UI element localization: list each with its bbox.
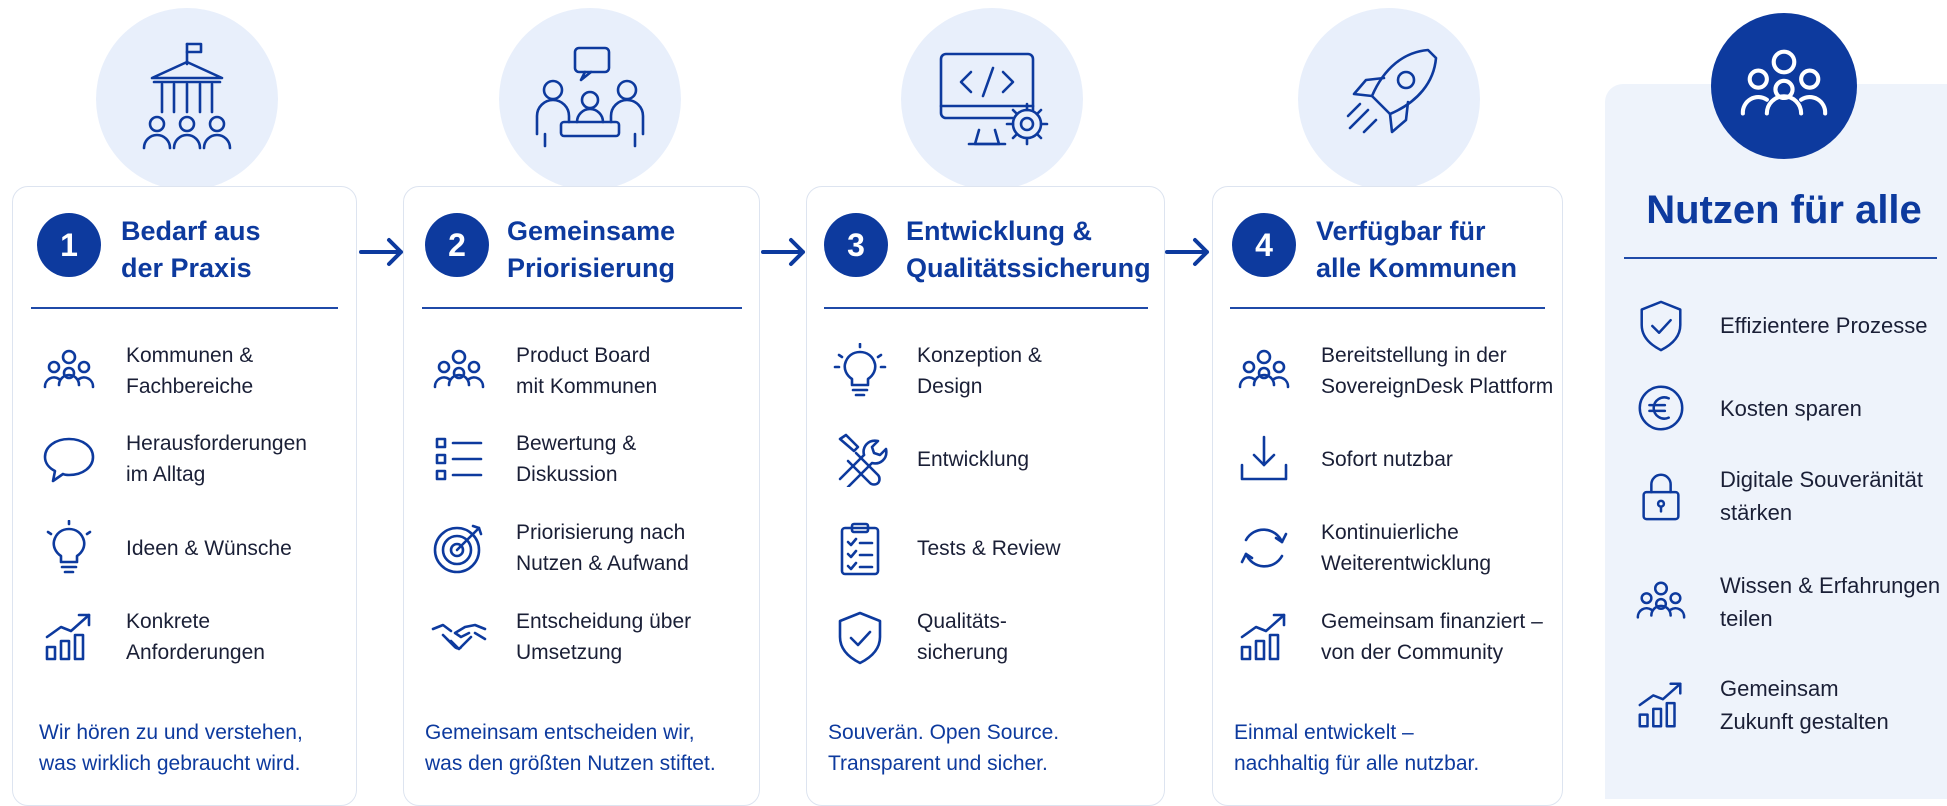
list-item: Ideen & Wünsche — [38, 513, 292, 583]
step-footer: Einmal entwickelt – nachhaltig für alle … — [1234, 721, 1480, 775]
divider — [824, 307, 1148, 309]
step-3-hero — [901, 8, 1083, 190]
step-2-hero — [499, 8, 681, 190]
growth-chart-icon — [1638, 682, 1682, 728]
arrow-right-icon — [359, 238, 403, 266]
item-label: Bewertung & Diskussion — [516, 432, 637, 486]
list-item: Qualitäts- sicherung — [829, 602, 1008, 672]
step-title: Entwicklung & Qualitätssicherung — [906, 216, 1151, 283]
clipboard-check-icon — [840, 522, 880, 576]
item-label: Bereitstellung in der SovereignDesk Plat… — [1321, 344, 1554, 398]
list-item: Gemeinsam finanziert – von der Community — [1233, 602, 1543, 672]
benefit-label: Effizientere Prozesse — [1720, 312, 1928, 338]
benefit-item: Gemeinsam Zukunft gestalten — [1630, 670, 1889, 740]
divider — [1624, 257, 1937, 259]
step-title: Gemeinsame Priorisierung — [507, 216, 676, 283]
benefit-label: Digitale Souveränität stärken — [1720, 467, 1924, 525]
list-item: Bewertung & Diskussion — [428, 424, 636, 494]
lightbulb-icon — [46, 520, 92, 574]
target-icon — [433, 524, 483, 574]
list-item: Kontinuierliche Weiterentwicklung — [1233, 513, 1491, 583]
list-item: Product Board mit Kommunen — [428, 336, 657, 406]
checklist-icon — [435, 437, 483, 481]
people-group-icon — [433, 349, 485, 389]
step-2-card — [403, 186, 760, 806]
step-title: Verfügbar für alle Kommunen — [1316, 216, 1518, 283]
benefits-title: Nutzen für alle — [1646, 188, 1922, 232]
list-item: Kommunen & Fachbereiche — [38, 336, 253, 406]
item-label: Qualitäts- sicherung — [917, 610, 1009, 664]
item-label: Product Board mit Kommunen — [516, 344, 658, 398]
step-footer: Gemeinsam entscheiden wir, was den größt… — [425, 721, 716, 775]
step-4-card — [1212, 186, 1563, 806]
people-group-icon — [43, 349, 95, 389]
benefit-item: Effizientere Prozesse — [1630, 290, 1927, 360]
list-item: Tests & Review — [829, 513, 1061, 583]
step-number-badge: 4 — [1232, 213, 1296, 277]
growth-chart-icon — [45, 613, 91, 661]
list-item: Entwicklung — [829, 424, 1029, 494]
townhall-people-icon — [142, 42, 232, 150]
growth-chart-icon — [1240, 613, 1286, 661]
item-label: Entwicklung — [917, 447, 1030, 471]
item-label: Konkrete Anforderungen — [126, 610, 265, 664]
item-label: Gemeinsam finanziert – von der Community — [1321, 610, 1543, 664]
list-item: Herausforderungen im Alltag — [38, 424, 307, 494]
download-icon — [1240, 435, 1288, 481]
step-3-card — [806, 186, 1165, 806]
benefits-hero — [1711, 13, 1857, 159]
people-group-icon — [1740, 49, 1828, 116]
list-item: Bereitstellung in der SovereignDesk Plat… — [1233, 336, 1553, 406]
benefit-label: Wissen & Erfahrungen teilen — [1720, 573, 1941, 631]
benefit-item: Wissen & Erfahrungen teilen — [1630, 567, 1940, 637]
lock-icon — [1642, 473, 1680, 521]
item-label: Priorisierung nach Nutzen & Aufwand — [516, 521, 689, 575]
divider — [1230, 307, 1545, 309]
shield-check-icon — [838, 611, 882, 665]
list-item: Priorisierung nach Nutzen & Aufwand — [428, 513, 689, 583]
list-item: Entscheidung über Umsetzung — [428, 602, 691, 672]
list-item: Sofort nutzbar — [1233, 424, 1453, 494]
euro-icon — [1638, 385, 1684, 431]
step-footer: Wir hören zu und verstehen, was wirklich… — [39, 721, 303, 775]
list-item: Konzeption & Design — [829, 336, 1042, 406]
step-footer: Souverän. Open Source. Transparent und s… — [828, 721, 1060, 775]
step-number-badge: 1 — [37, 213, 101, 277]
list-item: Konkrete Anforderungen — [38, 602, 265, 672]
handshake-icon — [431, 623, 487, 651]
benefit-item: Kosten sparen — [1630, 373, 1862, 443]
item-label: Entscheidung über Umsetzung — [516, 610, 692, 664]
people-group-icon — [1636, 581, 1686, 619]
arrow-right-icon — [761, 238, 805, 266]
item-label: Sofort nutzbar — [1321, 447, 1453, 471]
tools-icon — [838, 433, 888, 487]
benefit-label: Kosten sparen — [1720, 395, 1862, 421]
item-label: Tests & Review — [917, 536, 1061, 560]
benefit-label: Gemeinsam Zukunft gestalten — [1720, 676, 1889, 734]
item-label: Herausforderungen im Alltag — [126, 432, 307, 486]
item-label: Kommunen & Fachbereiche — [126, 344, 254, 398]
benefits-panel — [1605, 84, 1947, 799]
step-number-badge: 2 — [425, 213, 489, 277]
step-1-hero — [96, 8, 278, 190]
speech-bubble-icon — [43, 437, 95, 483]
arrow-right-icon — [1165, 238, 1209, 266]
step-title: Bedarf aus der Praxis — [121, 216, 261, 283]
monitor-code-gear-icon — [939, 52, 1049, 146]
item-label: Ideen & Wünsche — [126, 536, 292, 560]
step-4-hero — [1298, 8, 1480, 190]
meeting-icon — [535, 46, 645, 148]
lightbulb-icon — [833, 343, 887, 397]
refresh-icon — [1240, 528, 1288, 568]
divider — [31, 307, 338, 309]
step-1-card — [12, 186, 357, 806]
benefit-item: Digitale Souveränität stärken — [1630, 461, 1923, 531]
rocket-icon — [1346, 48, 1438, 134]
item-label: Konzeption & Design — [917, 344, 1042, 398]
people-group-icon — [1238, 349, 1290, 389]
item-label: Kontinuierliche Weiterentwicklung — [1321, 521, 1492, 575]
divider — [422, 307, 742, 309]
step-number-badge: 3 — [824, 213, 888, 277]
shield-check-icon — [1640, 300, 1682, 352]
